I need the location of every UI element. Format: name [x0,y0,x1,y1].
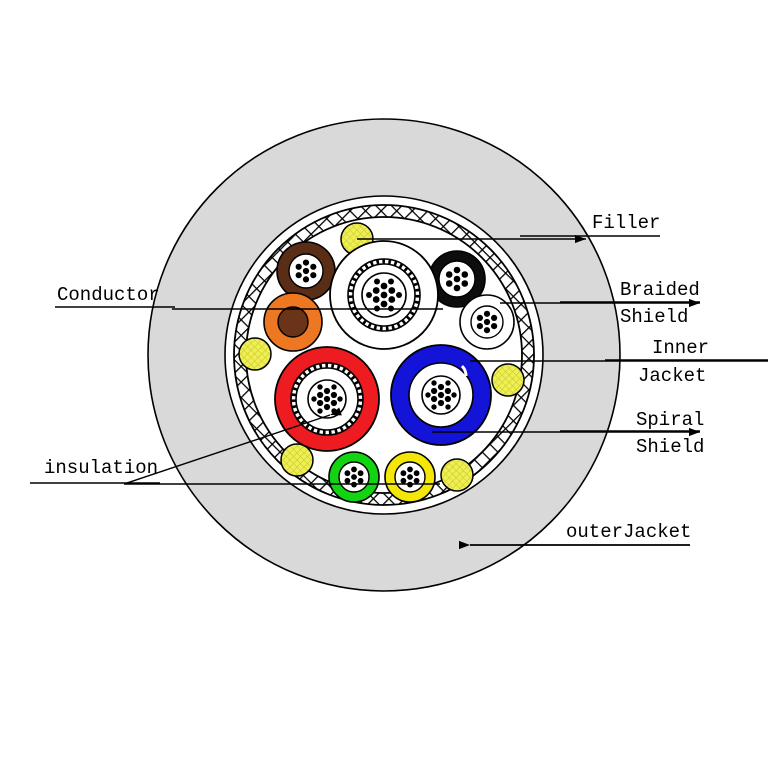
blue-highlight [460,364,468,377]
orange-wire [263,292,323,352]
filler-right [491,363,525,397]
label-filler: Filler [592,212,660,234]
strand-cluster [344,466,364,488]
filler-bottom-right [440,458,474,492]
strand-cluster [295,259,317,283]
label-inner-jacket-line1: Inner [652,337,709,359]
spiral-shield-ring [290,362,364,436]
label-spiral-shield-line2: Shield [636,436,704,458]
label-insulation: insulation [44,457,158,479]
label-braided-shield-line1: Braided [620,279,700,301]
green-wire [328,451,380,503]
strand-cluster [445,266,469,292]
label-braided-shield-line2: Shield [620,306,688,328]
label-inner-jacket-line2: Jacket [638,365,706,387]
filler-bottom-left [280,443,314,477]
strand-cluster [425,380,457,410]
label-conductor: Conductor [57,284,160,306]
blue-coax [390,344,492,446]
strand-cluster [366,278,402,312]
label-underlines [30,235,768,484]
leader-lines [123,234,768,550]
label-spiral-shield-line1: Spiral [636,409,704,431]
brown-wire [276,241,336,301]
yellow-wire [384,451,436,503]
strand-cluster [400,466,420,488]
strand-cluster [476,310,498,334]
filler-left [238,337,272,371]
cable-layers [147,118,621,592]
leader-insulation-upper [123,407,342,485]
spiral-shield-ring [347,258,421,332]
center-coax [329,240,439,350]
label-texts: Filler Conductor Braided Shield Inner Ja… [44,212,709,543]
red-coax [274,346,380,452]
label-outer-jacket: outerJacket [566,521,691,543]
white-wire [459,294,515,350]
